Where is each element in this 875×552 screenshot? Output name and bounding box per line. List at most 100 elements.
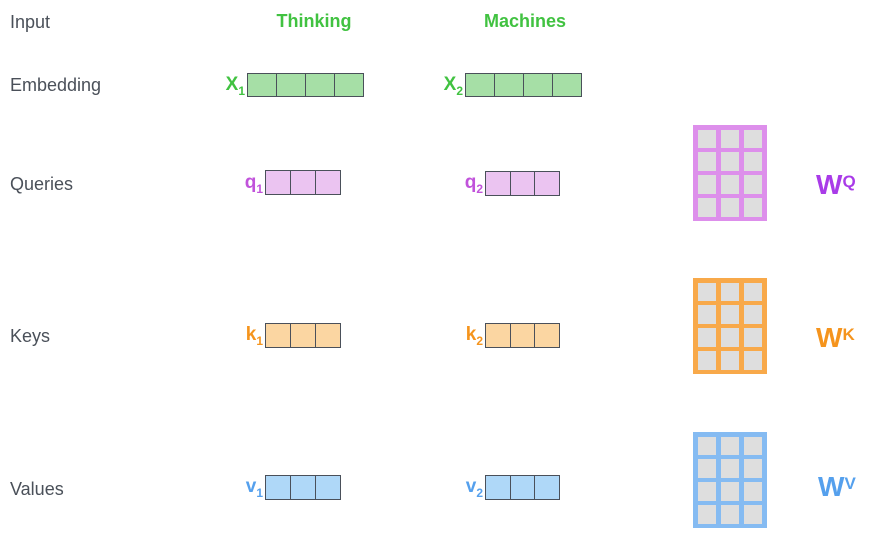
vector-cell	[334, 74, 363, 96]
matrix-cell	[743, 328, 763, 347]
matrix-cell	[697, 282, 717, 301]
matrix-cell	[697, 328, 717, 347]
vector-cell	[248, 74, 276, 96]
vector-label-v2: v2	[466, 474, 483, 506]
matrix-cell	[720, 175, 740, 194]
vector-cell	[305, 74, 334, 96]
x2-base: X	[443, 74, 457, 95]
matrix-cell	[743, 282, 763, 301]
matrix-cell	[720, 459, 740, 478]
matrix-cell	[720, 505, 740, 524]
vector-label-x1: X1	[226, 72, 245, 104]
matrix-cell	[743, 436, 763, 455]
key-vector-k2	[485, 323, 560, 348]
matrix-cell	[743, 459, 763, 478]
k1-subscript: 1	[256, 333, 263, 348]
row-label-keys: Keys	[10, 326, 51, 346]
matrix-cell	[720, 198, 740, 217]
matrix-cell	[743, 482, 763, 501]
vector-cell	[315, 324, 340, 347]
matrix-cell	[743, 305, 763, 324]
vector-label-v1: v1	[246, 474, 263, 506]
vector-cell	[486, 476, 510, 499]
vector-cell	[266, 476, 290, 499]
vector-label-k1: k1	[246, 322, 263, 354]
matrix-cell	[743, 152, 763, 171]
key-vector-k1	[265, 323, 341, 348]
q1-subscript: 1	[256, 181, 263, 196]
matrix-cell	[697, 505, 717, 524]
vector-cell	[509, 172, 535, 195]
wv-base: W	[818, 471, 845, 502]
v2-base: v	[465, 476, 477, 497]
vector-cell	[509, 324, 535, 347]
row-label-embedding: Embedding	[10, 75, 102, 95]
wv-superscript: V	[844, 474, 856, 493]
vector-label-k2: k2	[466, 322, 483, 354]
vector-cell	[466, 74, 494, 96]
q1-base: q	[244, 172, 257, 193]
vector-label-q2: q2	[465, 170, 483, 202]
vector-cell	[486, 324, 510, 347]
matrix-cell	[697, 351, 717, 370]
vector-cell	[552, 74, 581, 96]
matrix-cell	[720, 152, 740, 171]
vector-cell	[509, 476, 535, 499]
column-header-machines: Machines	[483, 11, 567, 31]
embedding-vector-x1	[247, 73, 364, 97]
matrix-cell	[697, 482, 717, 501]
vector-cell	[315, 476, 340, 499]
v1-base: v	[245, 476, 257, 497]
vector-cell	[266, 171, 290, 194]
matrix-cell	[720, 482, 740, 501]
wk-base: W	[816, 322, 843, 353]
weight-matrix-wq	[693, 125, 767, 221]
value-vector-v2	[485, 475, 560, 500]
x1-base: X	[225, 74, 239, 95]
matrix-cell	[720, 351, 740, 370]
q2-base: q	[464, 172, 477, 193]
k1-base: k	[245, 324, 257, 345]
row-label-queries: Queries	[10, 174, 74, 194]
matrix-cell	[697, 436, 717, 455]
wk-superscript: K	[842, 325, 855, 344]
vector-cell	[290, 476, 315, 499]
matrix-cell	[743, 129, 763, 148]
v1-subscript: 1	[256, 485, 263, 500]
column-header-thinking: Thinking	[276, 11, 352, 31]
query-vector-q2	[485, 171, 560, 196]
vector-cell	[534, 324, 560, 347]
vector-cell	[266, 324, 290, 347]
matrix-cell	[697, 305, 717, 324]
weight-matrix-wv	[693, 432, 767, 528]
value-vector-v1	[265, 475, 341, 500]
k2-base: k	[465, 324, 477, 345]
embedding-vector-x2	[465, 73, 582, 97]
vector-label-x2: X2	[444, 72, 463, 104]
x1-subscript: 1	[238, 83, 245, 98]
vector-cell	[276, 74, 305, 96]
matrix-cell	[743, 175, 763, 194]
matrix-cell	[720, 305, 740, 324]
vector-cell	[315, 171, 340, 194]
matrix-cell	[743, 198, 763, 217]
weight-matrix-wk	[693, 278, 767, 374]
row-label-input: Input	[10, 12, 51, 32]
matrix-cell	[697, 129, 717, 148]
vector-cell	[534, 172, 560, 195]
matrix-cell	[720, 436, 740, 455]
vector-cell	[494, 74, 523, 96]
row-label-values: Values	[10, 479, 64, 499]
x2-subscript: 2	[456, 83, 463, 98]
matrix-cell	[743, 351, 763, 370]
wq-superscript: Q	[842, 172, 856, 191]
query-vector-q1	[265, 170, 341, 195]
vector-cell	[486, 172, 510, 195]
matrix-cell	[720, 129, 740, 148]
weight-label-wq: WQ	[816, 168, 856, 199]
weight-label-wv: WV	[818, 470, 856, 501]
q2-subscript: 2	[476, 181, 483, 196]
vector-cell	[523, 74, 552, 96]
matrix-cell	[697, 198, 717, 217]
